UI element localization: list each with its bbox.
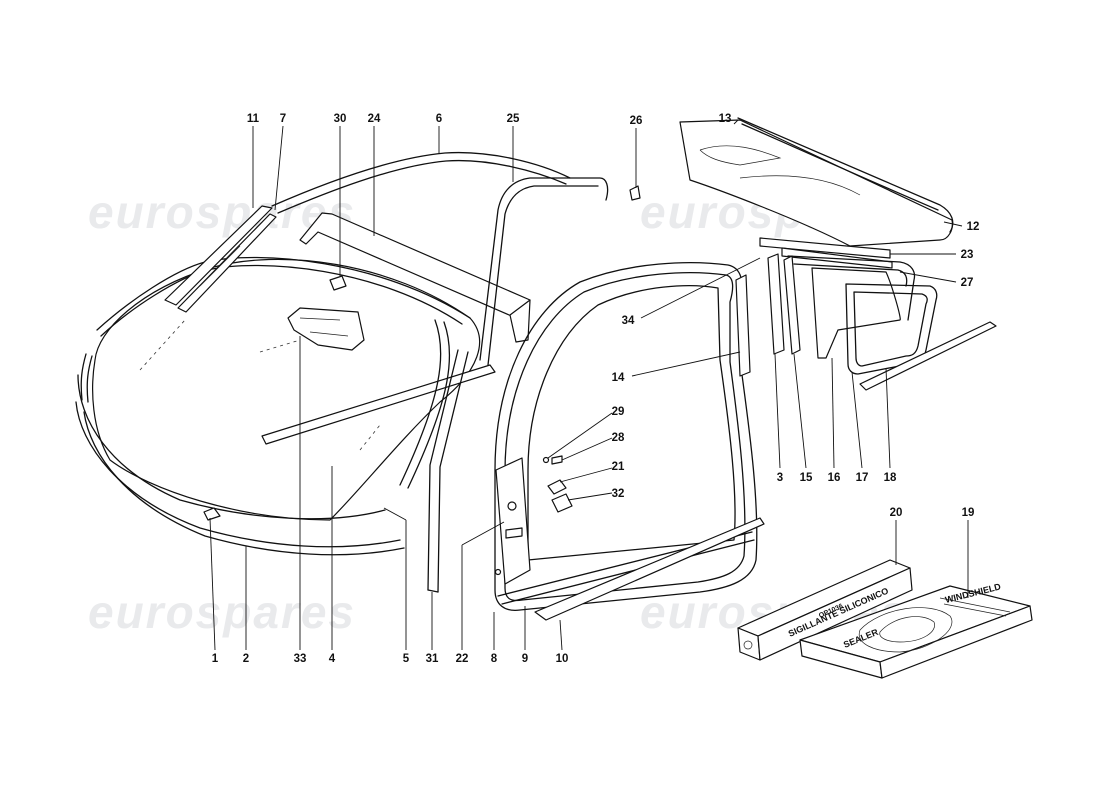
glass-contour (739, 175, 861, 196)
watermark-text: eurospares (88, 586, 356, 638)
rear-glass-seal (737, 117, 954, 233)
roof-drip-rail (277, 159, 567, 214)
windshield-side-seal (399, 319, 442, 486)
threshold-plate (534, 517, 765, 621)
callout-16: 16 (828, 472, 841, 484)
callout-25: 25 (507, 113, 520, 125)
quarter-window-seal (787, 255, 916, 321)
callout-3: 3 (777, 472, 783, 484)
header-rail-end (509, 299, 531, 343)
trim-detail (199, 245, 241, 287)
vertical-channel-3 (735, 274, 751, 377)
callout-23: 23 (961, 249, 974, 261)
callout-8: 8 (491, 653, 498, 665)
callout-4: 4 (329, 653, 336, 665)
sealer-box: WINDSHIELD SEALER (799, 581, 1033, 679)
callout-26: 26 (630, 115, 643, 127)
door-sill-strip (501, 539, 755, 605)
callout-30: 30 (334, 113, 347, 125)
moulding-clip (203, 507, 221, 521)
callout-18: 18 (884, 472, 897, 484)
windshield-lower-moulding (83, 411, 405, 556)
screw-28 (551, 455, 563, 465)
hinge-hole (494, 568, 502, 576)
a-pillar-weatherstrip (437, 351, 469, 593)
callout-20: 20 (890, 507, 903, 519)
callout-15: 15 (800, 472, 813, 484)
windshield-lower-moulding (77, 374, 386, 520)
hinge-slot (505, 527, 523, 539)
callout-1: 1 (212, 653, 219, 665)
window-channel (527, 285, 736, 561)
a-pillar-weatherstrip (427, 589, 439, 593)
belt-strip-23 (759, 237, 891, 259)
roof-drip-rail (271, 151, 571, 207)
callout-21: 21 (612, 461, 625, 473)
windshield-lower-moulding (75, 401, 401, 548)
callout-31: 31 (426, 653, 439, 665)
callout-33: 33 (294, 653, 307, 665)
callout-17: 17 (856, 472, 869, 484)
grommet-32 (551, 493, 573, 513)
a-pillar-trim-left-inner (177, 213, 277, 313)
callout-7: 7 (280, 113, 286, 125)
callout-10: 10 (556, 653, 569, 665)
callout-22: 22 (456, 653, 469, 665)
leader-lines (209, 119, 969, 651)
windshield-side-moulding (86, 355, 93, 403)
sealant-tube: SIGILLANTE SILICONICO OP1036 (737, 559, 913, 661)
lower-trim-strip-18 (859, 321, 997, 391)
callout-19: 19 (962, 507, 975, 519)
callout-32: 32 (612, 488, 625, 500)
glass-contour (699, 145, 782, 166)
clip-26 (629, 185, 641, 201)
a-pillar-weatherstrip (427, 349, 459, 591)
callout-13: 13 (719, 113, 732, 125)
parts-drawing: SIGILLANTE SILICONICO OP1036 WINDSHIELD … (75, 117, 1033, 679)
rear-glass-seal (741, 123, 939, 211)
vertical-channel-15 (783, 255, 801, 355)
vertical-channel-3b (767, 253, 785, 355)
hinge-hole (507, 501, 517, 511)
windshield-side-seal (407, 321, 451, 489)
quarter-window-seal (793, 263, 908, 287)
callout-28: 28 (612, 432, 625, 444)
callout-labels: 11 7 30 24 6 25 26 13 12 23 27 34 14 29 … (212, 113, 980, 665)
callout-29: 29 (612, 406, 625, 418)
callout-27: 27 (961, 277, 974, 289)
screw-29 (542, 456, 550, 464)
callout-12: 12 (967, 221, 980, 233)
bushing-21 (547, 479, 567, 495)
quarter-window-frame (853, 291, 928, 367)
callout-24: 24 (368, 113, 381, 125)
callout-5: 5 (403, 653, 410, 665)
mirror-detail (299, 317, 349, 337)
callout-2: 2 (243, 653, 249, 665)
callout-14: 14 (612, 372, 625, 384)
windshield-side-moulding (80, 353, 87, 401)
callout-6: 6 (436, 113, 442, 125)
door-hinge-plate (495, 457, 531, 585)
door-aperture-seal (504, 272, 746, 602)
glass-reflection (359, 424, 381, 451)
mirror-clip (329, 275, 347, 291)
door-frame-seal-25 (487, 185, 599, 366)
glass-reflection (139, 319, 186, 371)
callout-9: 9 (522, 653, 528, 665)
quarter-glass-16 (811, 267, 901, 359)
callout-11: 11 (247, 113, 260, 125)
a-pillar-trim-left (164, 205, 273, 306)
door-frame-seal-25 (479, 177, 609, 361)
callout-34: 34 (622, 315, 635, 327)
